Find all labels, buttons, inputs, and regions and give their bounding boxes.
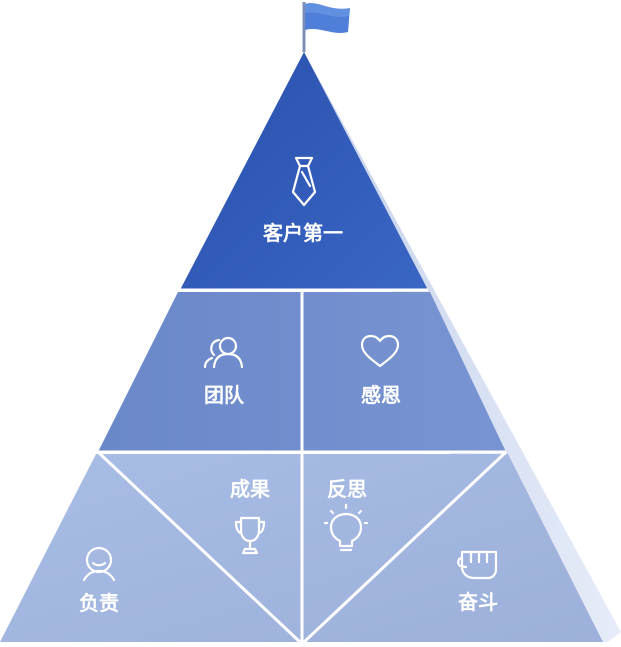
top-tier	[180, 52, 428, 290]
bottom-tier-label-responsibility: 负责	[79, 591, 119, 615]
bottom-tier-label-struggle: 奋斗	[457, 590, 498, 614]
pyramid-side-face	[304, 52, 621, 642]
person-icon	[82, 546, 116, 582]
trophy-icon	[234, 516, 266, 555]
bottom-tier-label-results: 成果	[230, 477, 270, 501]
bottom-tier-label-reflection: 反思	[327, 478, 367, 501]
middle-tier-label-team: 团队	[204, 383, 245, 407]
fist-icon	[457, 550, 498, 580]
tier-dividers	[96, 288, 508, 644]
top-tier-label: 客户第一	[262, 221, 343, 245]
lightbulb-icon	[323, 503, 369, 552]
middle-tier-label-gratitude: 感恩	[361, 383, 401, 407]
tie-icon	[291, 156, 317, 207]
team-icon	[203, 336, 244, 369]
heart-icon	[360, 334, 400, 368]
flag-icon	[302, 2, 350, 52]
